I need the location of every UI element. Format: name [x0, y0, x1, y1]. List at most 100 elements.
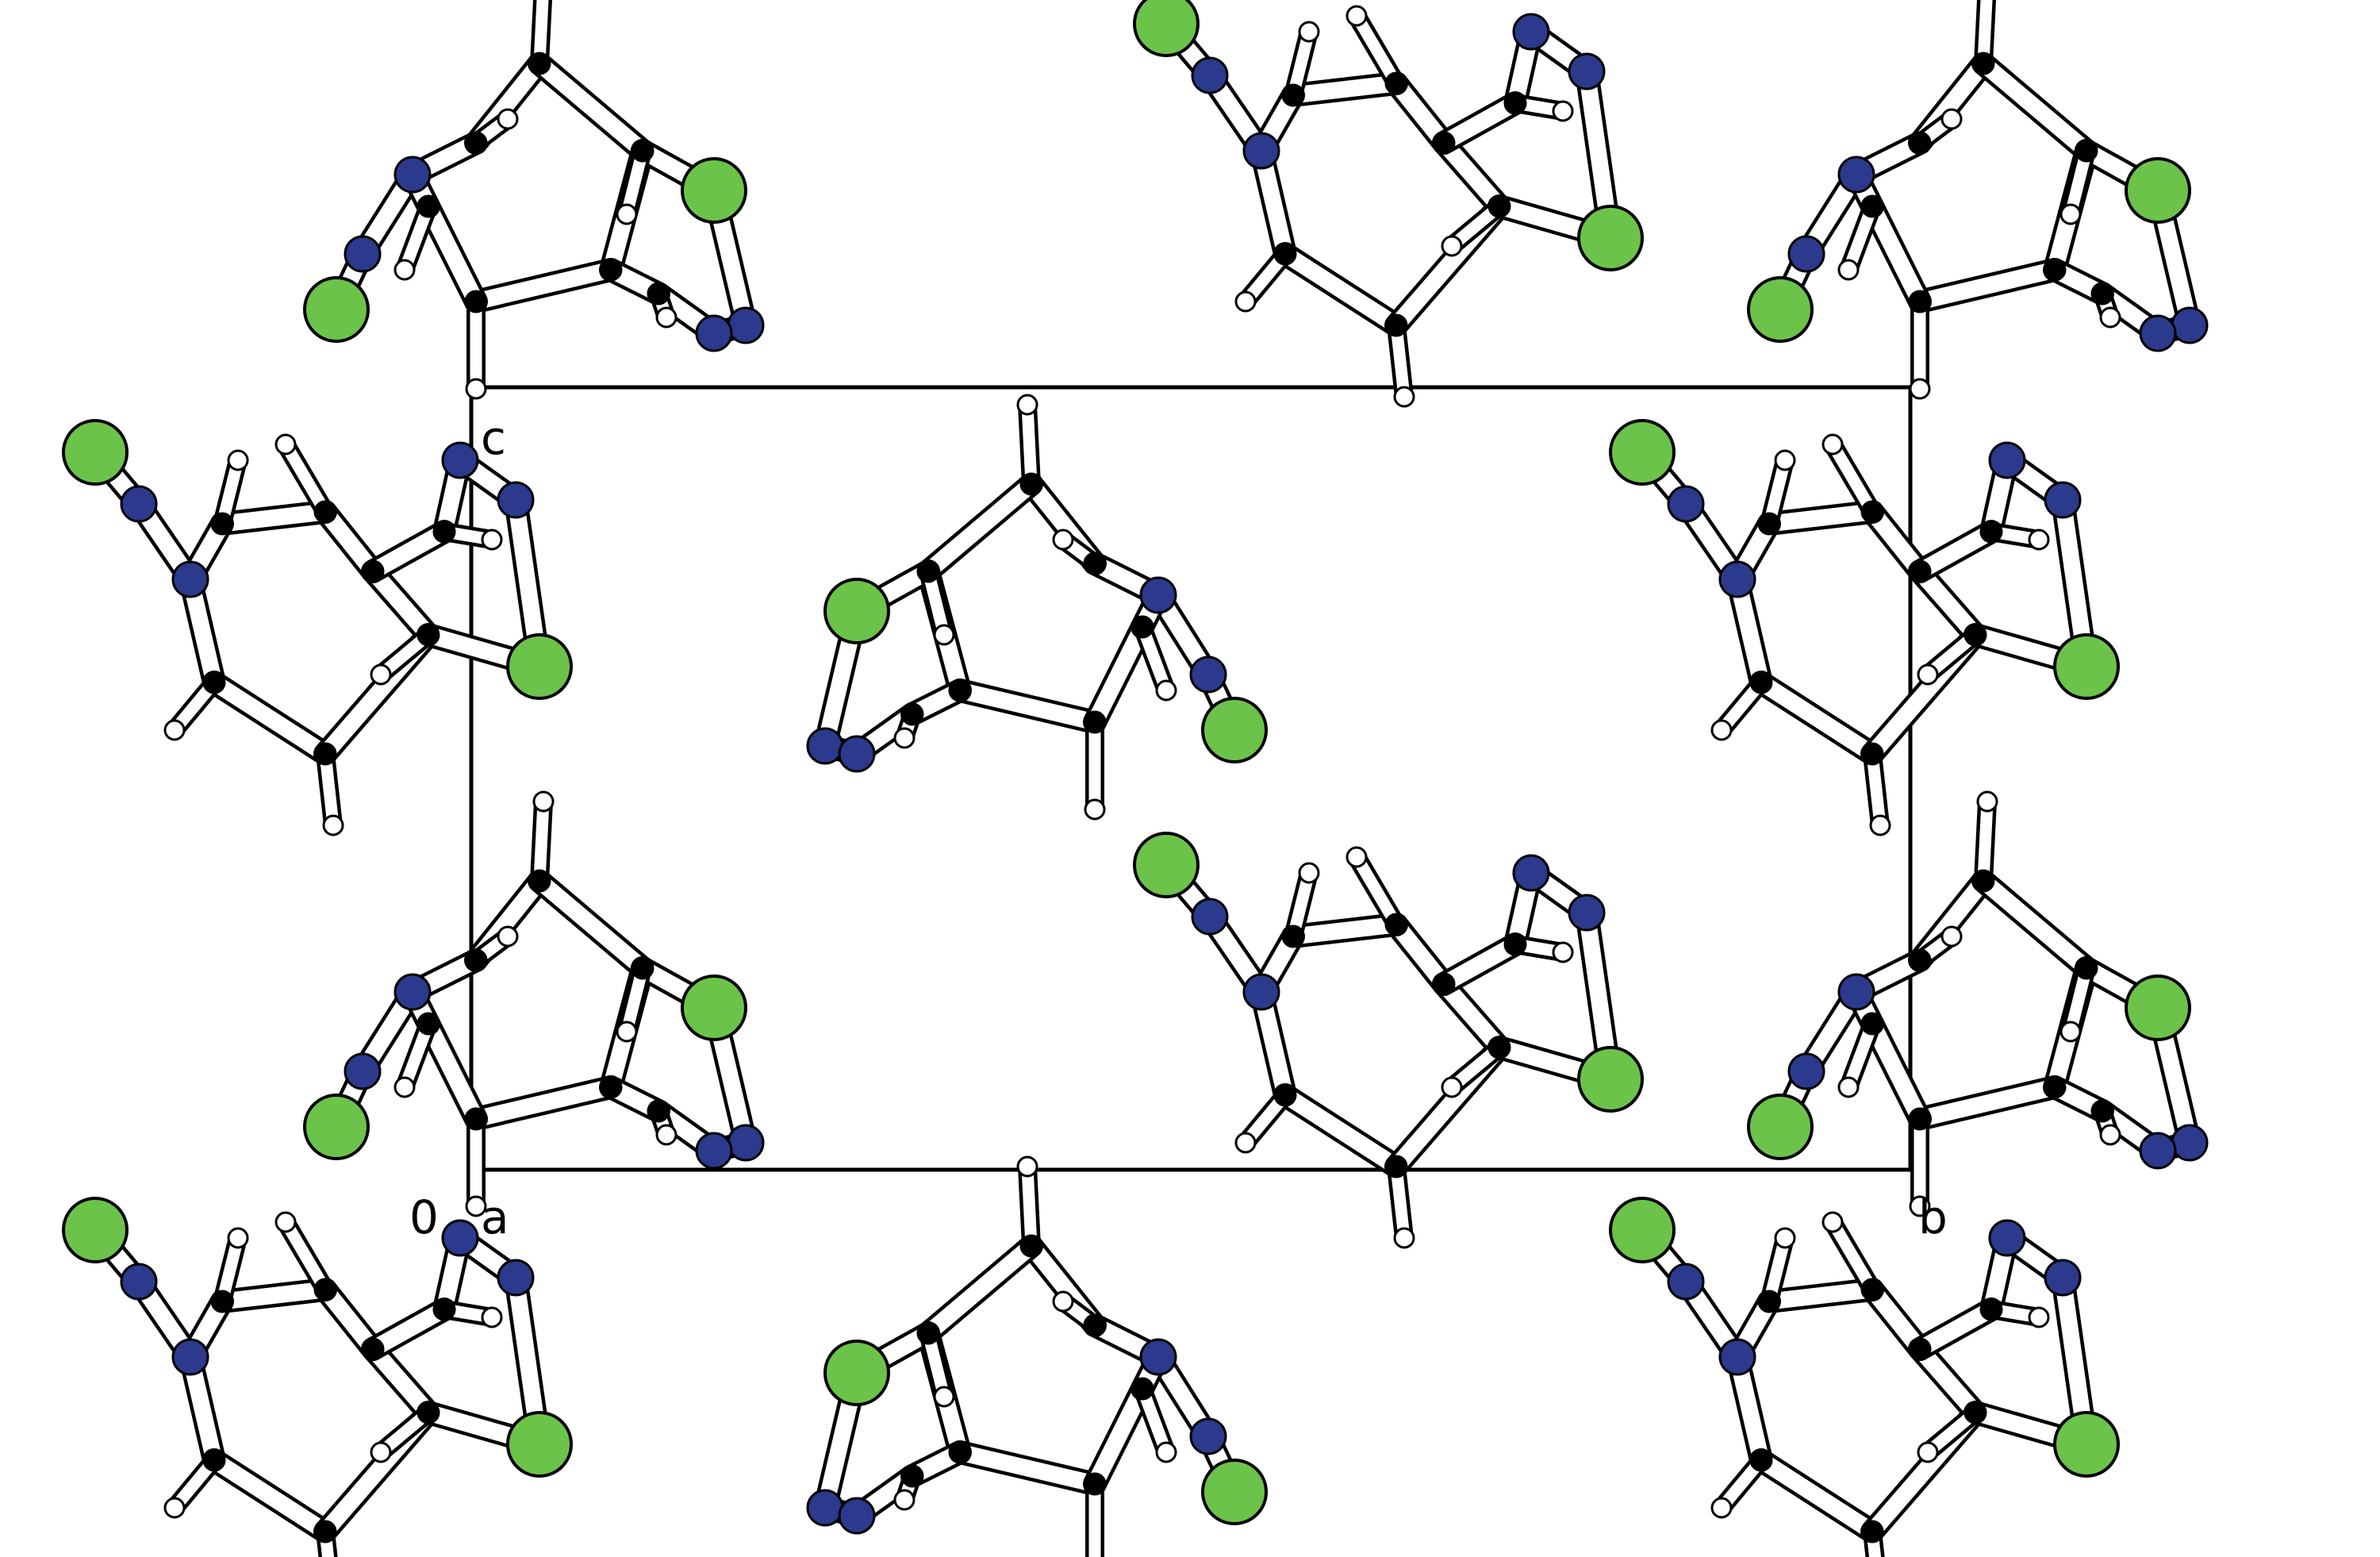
- chlorine-atom: [506, 1411, 573, 1478]
- bond-fill: [467, 1078, 620, 1128]
- molecule: [1747, 790, 2209, 1217]
- bond-fill: [919, 475, 1040, 580]
- hydrogen-atom: [1909, 1195, 1931, 1217]
- nitrogen-atom: [1667, 485, 1705, 523]
- hydrogen-atom: [1976, 790, 1998, 813]
- carbon-atom: [900, 1464, 924, 1488]
- nitrogen-atom: [2139, 1132, 2177, 1170]
- hydrogen-atom: [2059, 203, 2082, 225]
- bond-fill: [1435, 94, 1524, 152]
- molecule: [1133, 832, 1644, 1249]
- hydrogen-atom: [481, 529, 503, 551]
- nitrogen-atom: [1512, 13, 1550, 51]
- chlorine-atom: [1201, 697, 1268, 763]
- bond-fill: [1760, 1281, 1881, 1310]
- nitrogen-atom: [1718, 560, 1756, 598]
- bond-fill: [364, 523, 453, 580]
- carbon-atom: [313, 742, 337, 766]
- bond-fill: [1350, 10, 1403, 90]
- bond-fill: [317, 503, 382, 580]
- carbon-atom: [1488, 194, 1511, 218]
- chlorine-atom: [1577, 1046, 1644, 1113]
- carbon-atom: [313, 1278, 337, 1301]
- hydrogen-atom: [532, 790, 555, 813]
- hydrogen-atom: [2099, 1124, 2121, 1146]
- carbon-atom: [1757, 512, 1781, 536]
- nitrogen-atom: [2044, 1259, 2082, 1297]
- nitrogen-atom: [806, 1489, 844, 1527]
- bond-fill: [1435, 975, 1508, 1056]
- molecule: [1609, 419, 2120, 836]
- hydrogen-atom: [227, 1227, 249, 1249]
- carbon-atom: [1273, 242, 1297, 266]
- carbon-atom: [1908, 1107, 1932, 1131]
- hydrogen-atom: [274, 433, 297, 456]
- chlorine-atom: [1609, 419, 1676, 486]
- nitrogen-atom: [1988, 1219, 2026, 1257]
- bond-fill: [1086, 618, 1151, 731]
- hydrogen-atom: [1552, 100, 1574, 122]
- bond-fill: [1752, 674, 1881, 763]
- bond-fill: [1911, 563, 1984, 644]
- nitrogen-atom: [1189, 655, 1227, 694]
- carbon-atom: [647, 282, 670, 306]
- hydrogen-atom: [370, 663, 392, 686]
- hydrogen-atom: [163, 1497, 186, 1519]
- carbon-atom: [2075, 139, 2098, 163]
- bond-fill: [279, 1216, 332, 1296]
- bond-fill: [1760, 503, 1881, 532]
- carbon-atom: [2090, 1099, 2114, 1123]
- hydrogen-atom: [227, 449, 249, 471]
- unit-cell-box: [469, 385, 1913, 1172]
- carbon-atom: [210, 512, 234, 536]
- chlorine-atom: [1747, 1094, 1814, 1160]
- bond-fill: [364, 563, 437, 644]
- carbon-atom: [202, 671, 226, 694]
- nitrogen-atom: [727, 1124, 765, 1162]
- carbon-atom: [528, 52, 551, 75]
- carbon-atom: [900, 702, 924, 726]
- carbon-atom: [647, 1099, 670, 1123]
- nitrogen-atom: [497, 1259, 535, 1297]
- carbon-atom: [464, 1107, 488, 1131]
- hydrogen-atom: [1821, 1211, 1844, 1233]
- carbon-atom: [1384, 71, 1408, 95]
- bond-fill: [1086, 1380, 1151, 1493]
- carbon-atom: [432, 1298, 456, 1321]
- bond-fill: [1975, 872, 2095, 977]
- nitrogen-atom: [171, 1338, 209, 1376]
- bond-fill: [1826, 438, 1879, 518]
- carbon-atom: [432, 520, 456, 544]
- chlorine-atom: [2053, 1411, 2120, 1478]
- bond-fill: [1284, 916, 1405, 945]
- hydrogen-atom: [1869, 814, 1891, 836]
- nitrogen-atom: [2171, 1124, 2209, 1162]
- carbon-atom: [2075, 956, 2098, 980]
- bond-fill: [531, 55, 651, 160]
- chlorine-atom: [2053, 633, 2120, 700]
- nitrogen-atom: [695, 314, 733, 352]
- bond-fill: [1021, 398, 1038, 490]
- nitrogen-atom: [1191, 56, 1229, 94]
- unit-cell-label-b: b: [1918, 1190, 1948, 1244]
- hydrogen-atom: [393, 1076, 416, 1098]
- bond-fill: [213, 1281, 334, 1310]
- carbon-atom: [1979, 1298, 2003, 1321]
- carbon-atom: [1083, 1472, 1107, 1496]
- chlorine-atom: [62, 419, 129, 486]
- carbon-atom: [2090, 282, 2114, 306]
- bond-fill: [1435, 936, 1524, 993]
- nitrogen-atom: [838, 1497, 876, 1535]
- carbon-atom: [631, 139, 654, 163]
- nitrogen-atom: [1568, 894, 1606, 932]
- carbon-atom: [1908, 559, 1932, 583]
- hydrogen-atom: [893, 727, 916, 749]
- molecule: [62, 419, 573, 836]
- chlorine-atom: [1577, 205, 1644, 271]
- bond-fill: [467, 261, 620, 310]
- hydrogen-atom: [274, 1211, 297, 1233]
- chlorine-atom: [62, 1197, 129, 1263]
- nitrogen-atom: [393, 973, 432, 1011]
- hydrogen-atom: [465, 378, 487, 400]
